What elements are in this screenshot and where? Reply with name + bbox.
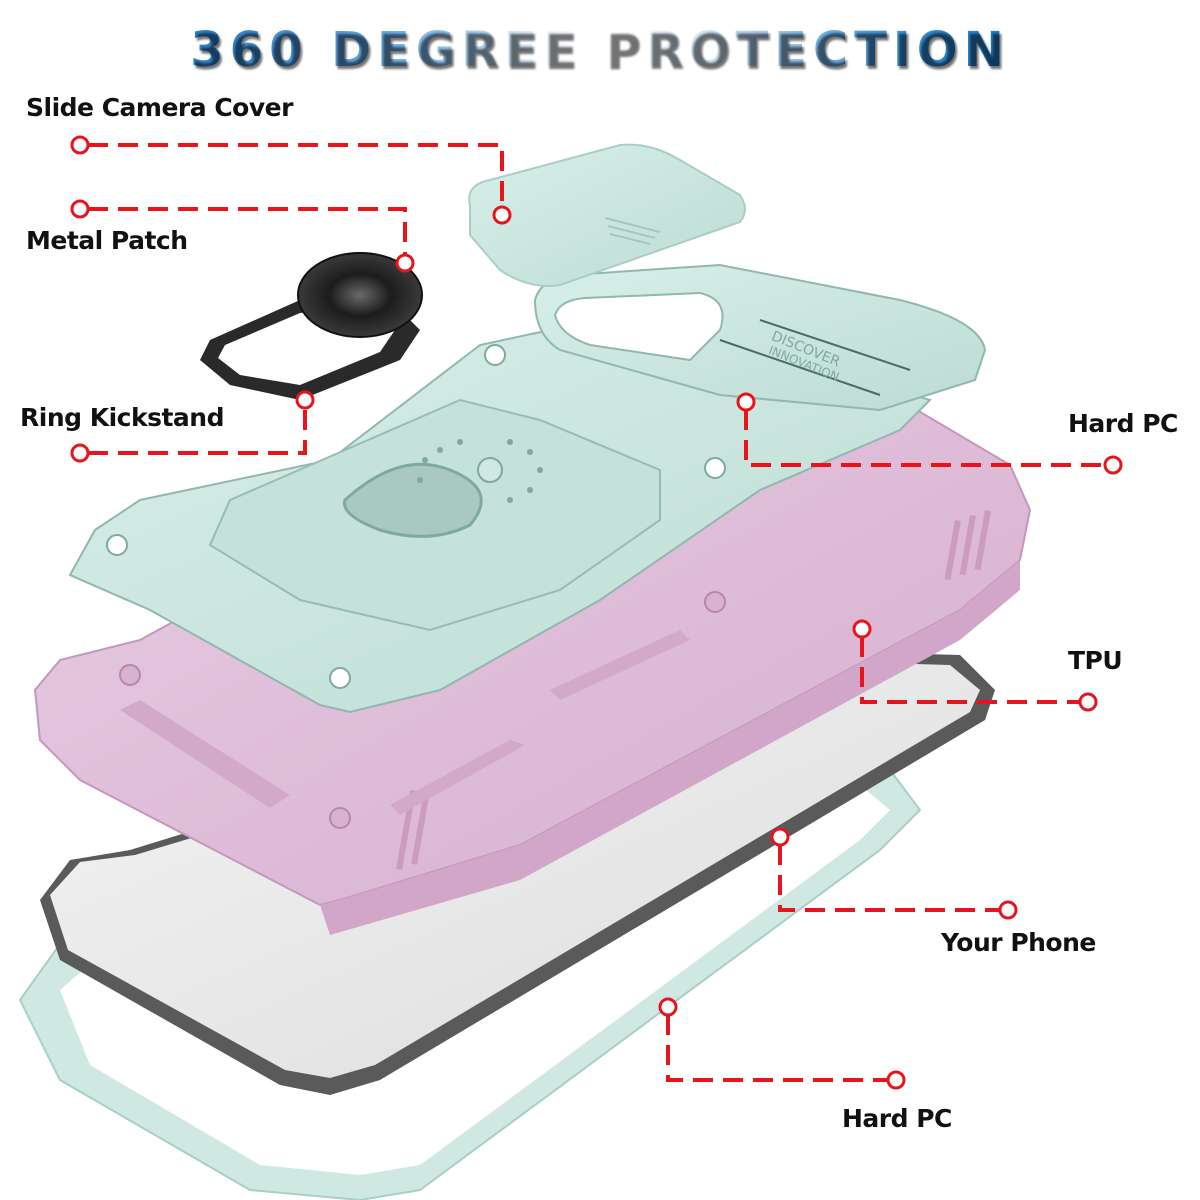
- label-metal-patch: Metal Patch: [26, 226, 188, 255]
- slide-camera-cover: [468, 143, 746, 287]
- label-slide-camera-cover: Slide Camera Cover: [26, 93, 293, 122]
- callout-tpu: [860, 637, 1080, 704]
- page-title: 360 DEGREE PROTECTION: [190, 22, 1010, 78]
- camera-window-frame: DISCOVER INNOVATION: [533, 263, 987, 412]
- label-tpu: TPU: [1068, 646, 1123, 675]
- label-your-phone: Your Phone: [941, 928, 1096, 957]
- ring-kickstand: [200, 252, 423, 400]
- label-hard-pc-top: Hard PC: [1068, 409, 1178, 438]
- callout-lines: [88, 143, 1105, 1082]
- callout-metal-patch: [88, 207, 407, 256]
- callout-slide-camera-cover: [88, 143, 504, 207]
- callout-your-phone: [778, 845, 1000, 912]
- callout-hard-pc-bottom: [666, 1015, 888, 1082]
- hard-pc-back-plate: [68, 329, 932, 714]
- callout-endpoints: [70, 135, 1123, 1090]
- label-ring-kickstand: Ring Kickstand: [20, 403, 225, 432]
- callout-hard-pc-top: [744, 410, 1105, 467]
- callout-ring-kickstand: [88, 408, 307, 455]
- label-hard-pc-bottom: Hard PC: [842, 1104, 952, 1133]
- metal-patch-disc: [297, 252, 423, 338]
